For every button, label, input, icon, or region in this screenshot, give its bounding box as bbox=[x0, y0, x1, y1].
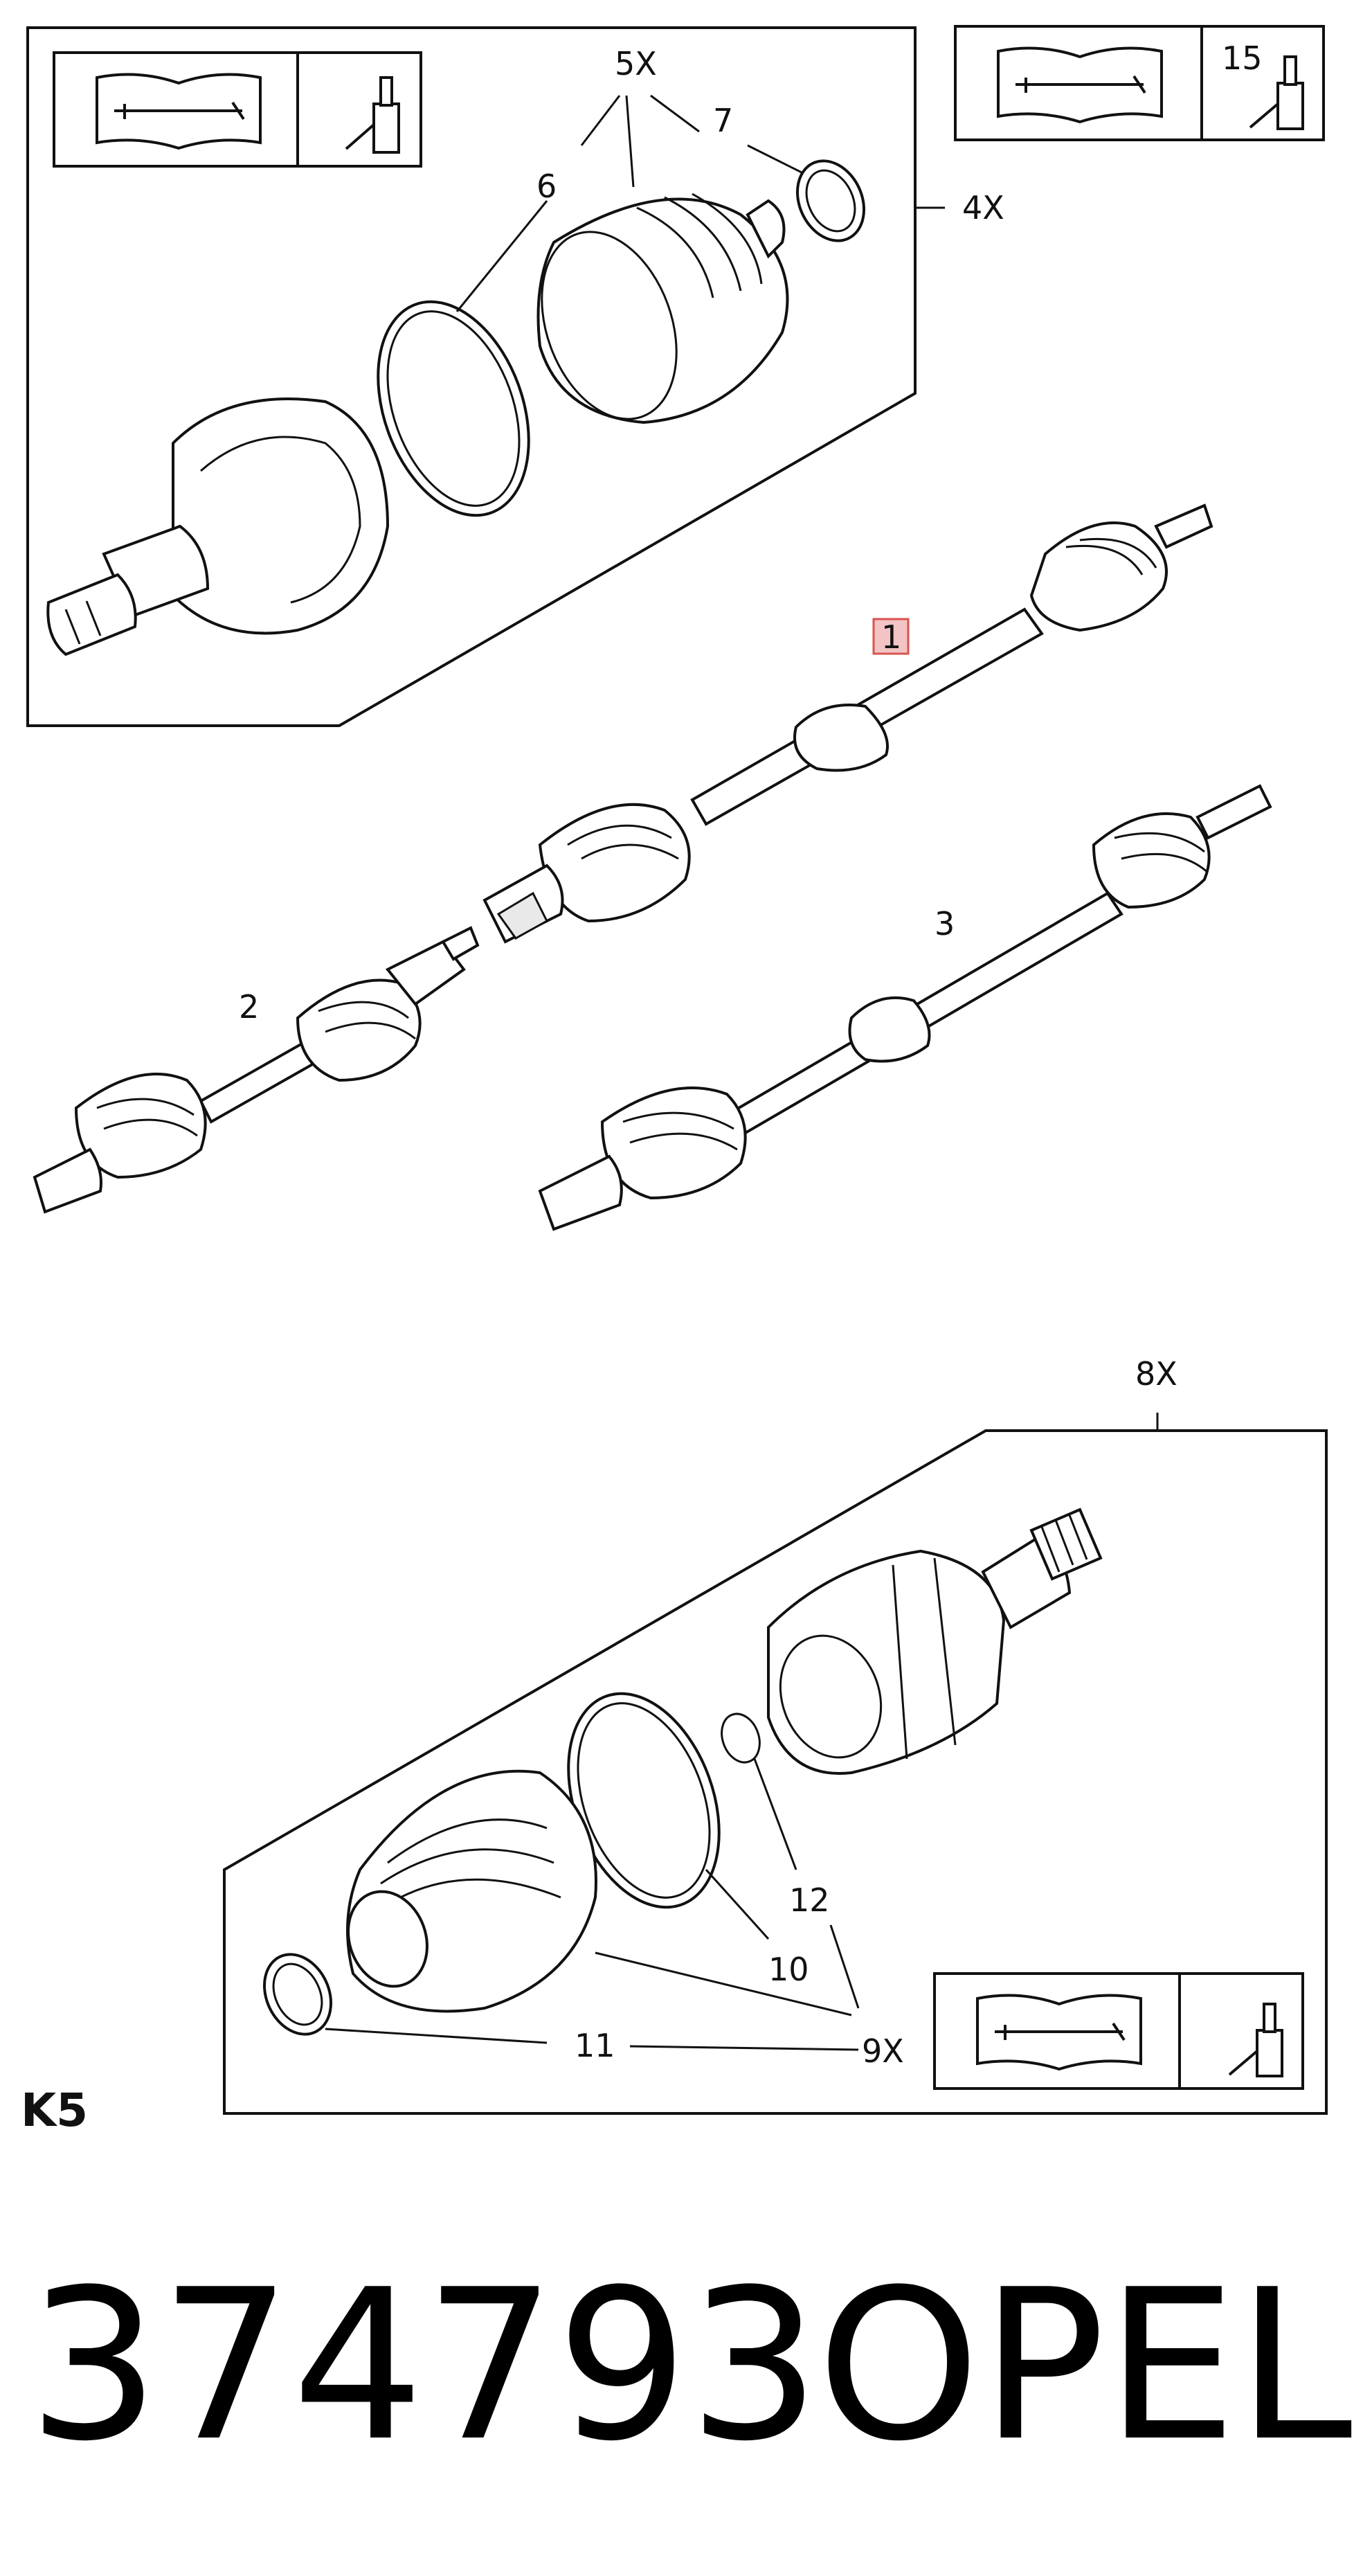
snap-ring-12 bbox=[721, 1712, 761, 1764]
lubricant-bottle-icon bbox=[1228, 2003, 1283, 2077]
callout-11: 11 bbox=[575, 2027, 615, 2064]
driveshaft-1 bbox=[482, 503, 1213, 944]
callout-1: 1 bbox=[881, 618, 901, 656]
driveshaft-3 bbox=[538, 784, 1272, 1231]
clamp-11 bbox=[262, 1953, 333, 2036]
manual-wrench-icon bbox=[997, 46, 1163, 124]
part-number: 374793 bbox=[28, 2245, 820, 2487]
leader-12 bbox=[753, 1758, 797, 1870]
manual-icon-box-top-left bbox=[53, 51, 422, 168]
leader-5x bbox=[580, 95, 635, 188]
callout-15: 15 bbox=[1222, 39, 1263, 77]
section-label: K5 bbox=[21, 2084, 88, 2137]
clamp-ring-6 bbox=[377, 300, 530, 517]
callout-12: 12 bbox=[789, 1881, 830, 1919]
callout-4x: 4X bbox=[962, 189, 1004, 226]
lubricant-bottle-icon bbox=[345, 76, 400, 154]
leader-7 bbox=[650, 94, 804, 175]
leader-6 bbox=[455, 200, 548, 312]
callout-3: 3 bbox=[935, 905, 955, 942]
detail-frame-4x bbox=[26, 26, 917, 727]
clamp-7 bbox=[795, 159, 866, 242]
callout-8x: 8X bbox=[1135, 1355, 1177, 1393]
manual-wrench-icon bbox=[96, 73, 262, 150]
manual-icon-box-bottom bbox=[933, 1972, 1304, 2090]
brand-name: OPEL bbox=[817, 2245, 1353, 2487]
callout-9x: 9X bbox=[862, 2032, 904, 2070]
boot-9x bbox=[346, 1769, 597, 2013]
detail-frame-8x bbox=[223, 1429, 1328, 2115]
tripod-joint-housing bbox=[767, 1508, 1103, 1775]
callout-7: 7 bbox=[713, 102, 733, 139]
callout-box-1 bbox=[872, 618, 910, 655]
callout-2: 2 bbox=[239, 988, 259, 1026]
outer-cv-joint bbox=[46, 397, 390, 656]
callout-10: 10 bbox=[768, 1951, 809, 1988]
boot-5x bbox=[536, 193, 789, 424]
lubricant-bottle-icon bbox=[1249, 55, 1304, 130]
callout-6: 6 bbox=[536, 168, 557, 205]
driveshaft-2 bbox=[33, 926, 480, 1214]
callout-5x: 5X bbox=[615, 45, 657, 82]
manual-icon-box-top-right bbox=[954, 25, 1325, 141]
leader-10 bbox=[705, 1868, 770, 1940]
leader-11 bbox=[325, 2028, 859, 2051]
leader-9x bbox=[595, 1924, 860, 2016]
manual-wrench-icon bbox=[976, 1994, 1142, 2071]
